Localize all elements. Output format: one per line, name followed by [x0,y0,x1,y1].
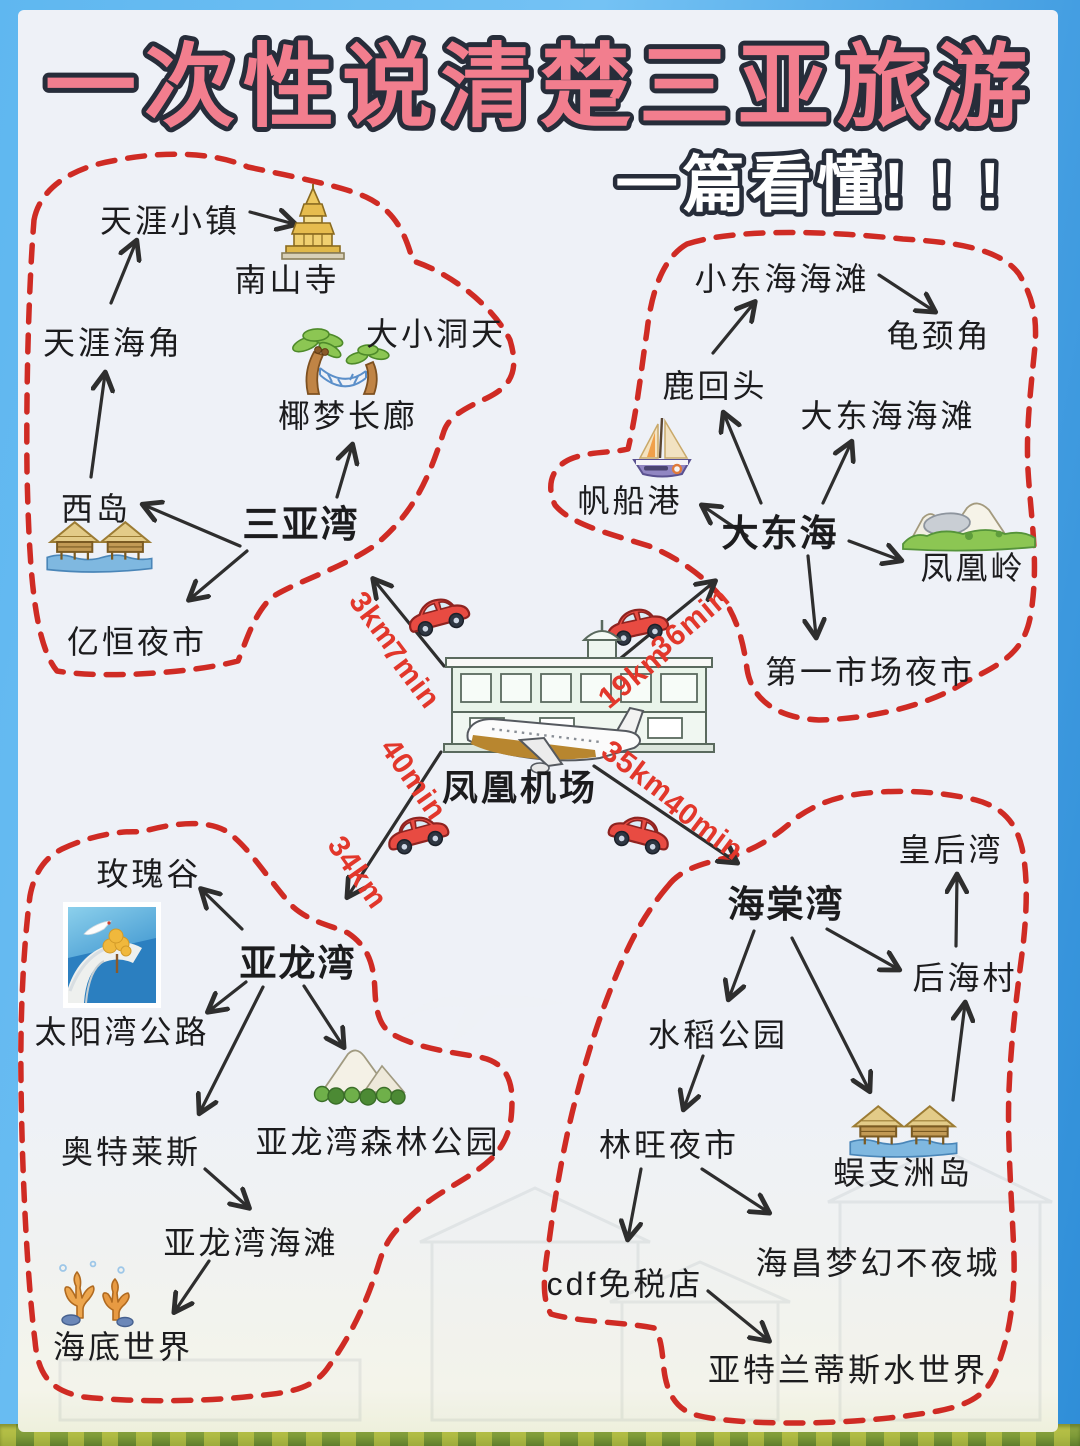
palm-hammock-icon [292,328,390,395]
pagoda-icon [281,184,345,260]
route-arrows [89,212,965,1340]
coral-icon [59,1260,134,1328]
poster-subtitle: 一篇看懂! ! ! [616,151,1005,220]
region-outline-sanya-bay [24,151,517,678]
rocks-icon [902,502,1036,552]
car-icon [403,591,473,641]
region-outline-yalong-bay [18,820,515,1404]
car-icon [604,809,674,859]
stilt-huts-icon [46,521,153,574]
stilt-huts-icon [849,1105,958,1159]
car-icon [383,809,453,859]
airport-icon [443,620,715,774]
forest-mountain-icon [313,1049,406,1106]
region-outline-dadonghai [548,229,1039,723]
sunny-bay-road-photo [63,902,161,1008]
seagull-watermark [398,994,562,1042]
sailboat-icon [632,417,692,478]
poster-title: 一次性说清楚三亚旅游 [45,37,1035,138]
village-photo-watermark [58,1146,1053,1422]
region-outline-haitang-bay [541,788,1029,1426]
airplane-icon [466,706,645,774]
